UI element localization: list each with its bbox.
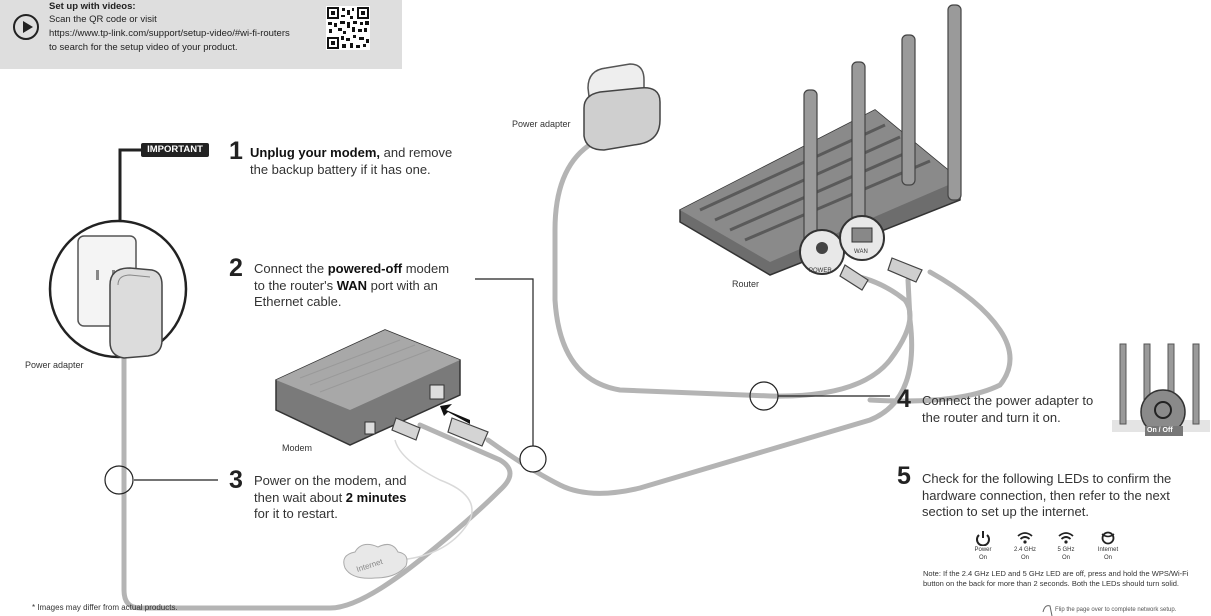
step-3-number: 3 xyxy=(229,466,243,494)
step-2-number: 2 xyxy=(229,254,243,282)
video-line-1: Scan the QR code or visit xyxy=(49,14,157,25)
wifi-icon xyxy=(1017,532,1033,544)
step-1-number: 1 xyxy=(229,137,243,165)
led-note: Note: If the 2.4 GHz LED and 5 GHz LED a… xyxy=(923,569,1189,588)
step-1-text: Unplug your modem, and remove the backup… xyxy=(250,145,453,177)
step-4-number: 4 xyxy=(897,385,911,413)
router-illustration xyxy=(679,4,962,276)
flip-page-note: Flip the page over to complete network s… xyxy=(1055,607,1177,613)
power-adapter-left-icon xyxy=(109,267,163,359)
modem-illustration xyxy=(275,329,461,446)
video-url[interactable]: https://www.tp-link.com/support/setup-vi… xyxy=(49,28,290,39)
power-icon xyxy=(976,531,990,546)
setup-video-banner: Set up with videos: Scan the QR code or … xyxy=(0,0,402,69)
wifi-icon xyxy=(1058,532,1074,544)
on-off-inset xyxy=(1112,343,1210,436)
step-5-number: 5 xyxy=(897,462,911,490)
video-title: Set up with videos: xyxy=(49,1,136,12)
step-2-text: Connect the powered-off modem to the rou… xyxy=(254,261,450,309)
power-adapter-top-icon xyxy=(583,63,661,151)
modem-label: Modem xyxy=(282,443,313,453)
router-wan-port-label: WAN xyxy=(854,249,868,255)
router-power-port-label: POWER xyxy=(809,268,832,274)
important-badge: IMPORTANT xyxy=(141,143,209,157)
power-adapter-left-label: Power adapter xyxy=(25,360,84,370)
play-icon[interactable] xyxy=(13,14,39,40)
on-off-label: On / Off xyxy=(1147,427,1173,434)
internet-cloud-icon xyxy=(343,543,408,579)
internet-icon xyxy=(1101,531,1115,545)
step-3-text: Power on the modem, and then wait about … xyxy=(254,473,407,521)
router-label: Router xyxy=(732,279,760,289)
video-line-3: to search for the setup video of your pr… xyxy=(49,42,238,53)
power-adapter-top-label: Power adapter xyxy=(512,119,571,129)
step-5-text: Check for the following LEDs to confirm … xyxy=(922,471,1172,519)
qr-code-icon xyxy=(326,6,370,50)
disclaimer: * Images may differ from actual products… xyxy=(32,603,178,612)
step-4-text: Connect the power adapter to the router … xyxy=(922,393,1094,425)
